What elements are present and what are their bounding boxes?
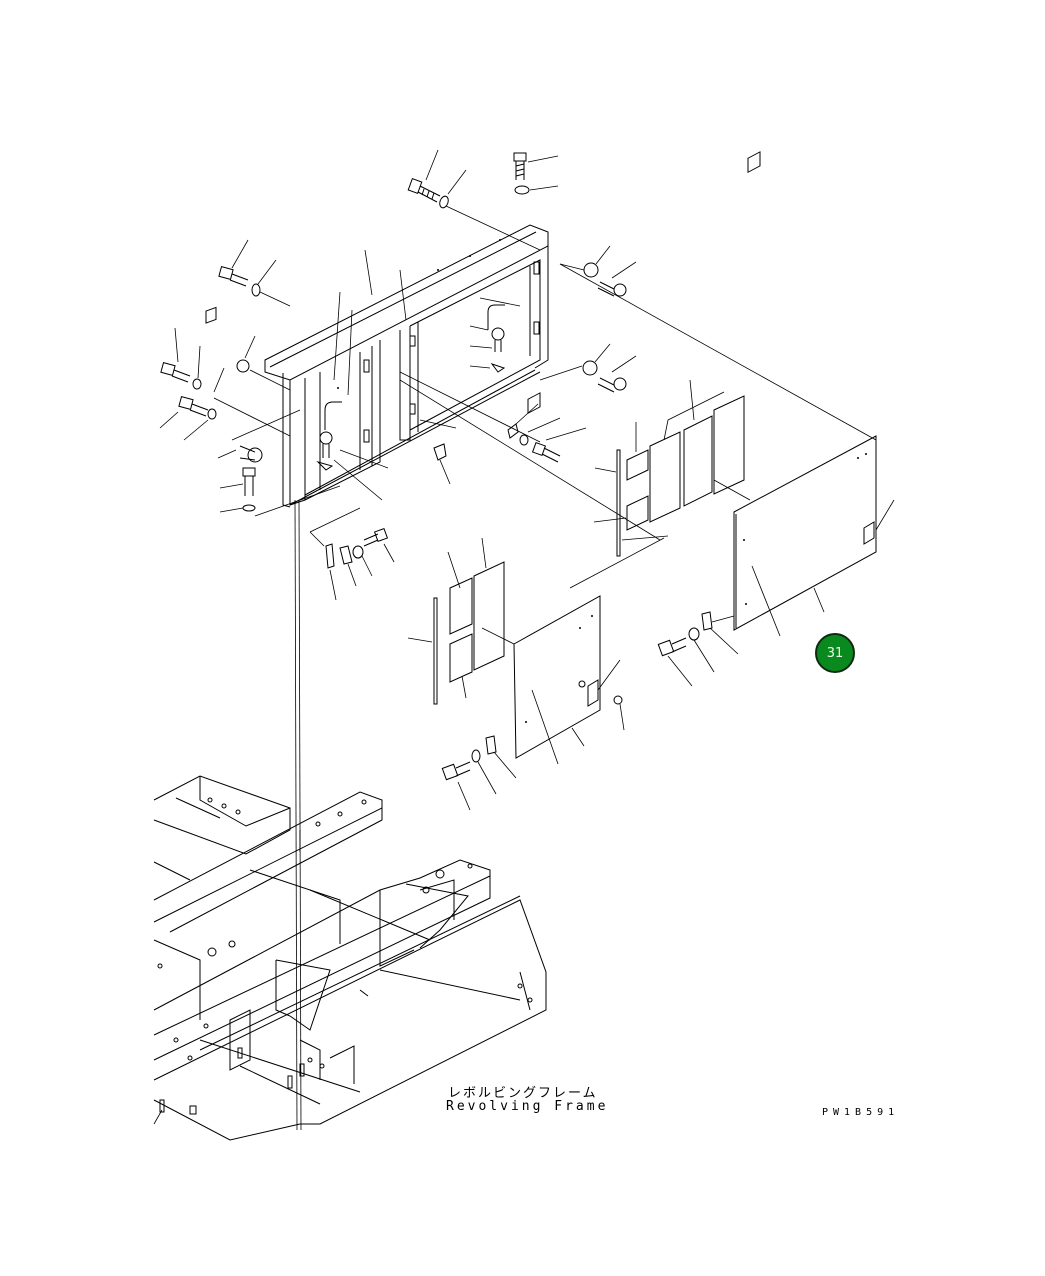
- upper-right-nuts: [479, 245, 877, 441]
- upper-left-bolts: [159, 239, 407, 517]
- frame-name-japanese: レボルビングフレーム: [448, 1086, 598, 1101]
- frame-name-english: Revolving Frame: [446, 1099, 609, 1114]
- drawing-code: PW1B591: [822, 1107, 900, 1118]
- left-hinge-hardware: [309, 507, 395, 601]
- upper-frame: [264, 224, 549, 508]
- seal-set-middle: [407, 537, 515, 705]
- callout-badge[interactable]: 31: [815, 633, 855, 673]
- center-door-panel: [441, 392, 625, 811]
- vertical-reference-line: [294, 499, 298, 1131]
- callout-number: 31: [826, 645, 844, 661]
- revolving-frame: [153, 775, 547, 1141]
- seal-set-upper: [569, 379, 751, 589]
- top-bolt-group: [407, 149, 559, 251]
- right-door-panel: [657, 151, 895, 687]
